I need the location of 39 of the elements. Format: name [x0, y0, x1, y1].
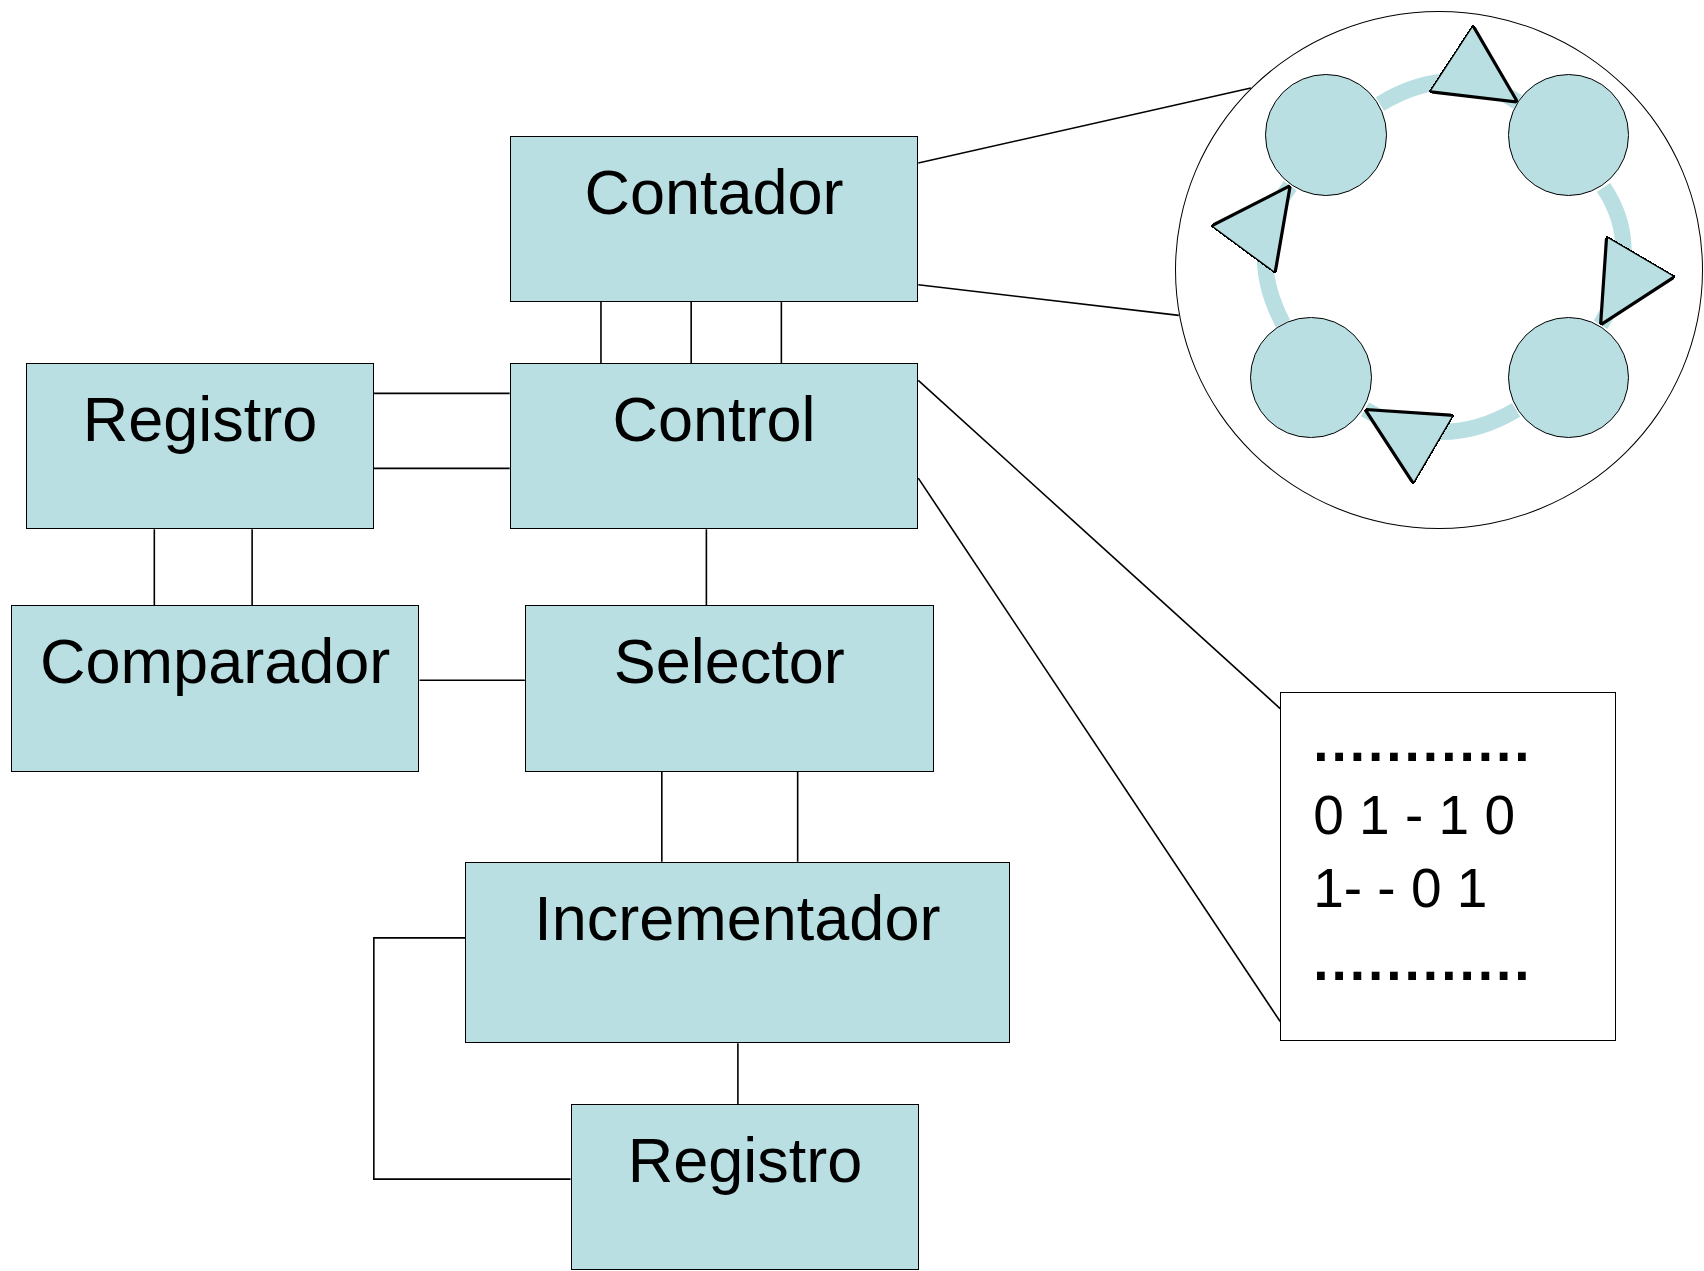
box-label: Selector — [613, 630, 845, 694]
connector-line — [796, 770, 799, 863]
connector-line — [373, 467, 511, 470]
box-label: Comparador — [40, 630, 391, 694]
connector-line — [373, 937, 572, 1180]
connector-line — [705, 528, 708, 607]
process-box — [465, 861, 1010, 1044]
callout-line — [917, 477, 1281, 1023]
process-box — [509, 362, 919, 530]
curved-arrow — [1210, 181, 1297, 327]
box-label: Contador — [584, 160, 844, 224]
connector-line — [661, 770, 663, 863]
truth-table-box — [1280, 692, 1616, 1042]
callout-line — [917, 379, 1281, 710]
connector-line — [373, 392, 511, 395]
table-row-text: ............ — [1313, 715, 1533, 771]
table-row-text: 0 1 - 1 0 — [1313, 788, 1515, 844]
process-box — [10, 605, 420, 772]
connector-line — [780, 301, 783, 364]
curved-arrow — [1593, 183, 1676, 329]
connector-line — [153, 528, 156, 607]
process-box — [509, 135, 919, 303]
process-box — [570, 1104, 920, 1271]
process-box — [26, 362, 374, 530]
box-label: Incrementador — [534, 886, 941, 950]
curved-arrow — [1376, 25, 1522, 111]
box-label: Control — [612, 387, 816, 451]
connector-line — [418, 679, 526, 682]
process-box — [524, 605, 934, 772]
table-row-text: 1- - 0 1 — [1313, 861, 1488, 917]
callout-line — [917, 87, 1252, 164]
connector-line — [690, 301, 692, 364]
connector-line — [600, 301, 602, 364]
table-row-text: ............ — [1313, 934, 1533, 990]
connector-line — [737, 1042, 739, 1105]
box-label: Registro — [627, 1129, 863, 1193]
callout-line — [917, 283, 1180, 317]
curved-arrow — [1361, 402, 1520, 485]
connector-line — [251, 528, 253, 607]
